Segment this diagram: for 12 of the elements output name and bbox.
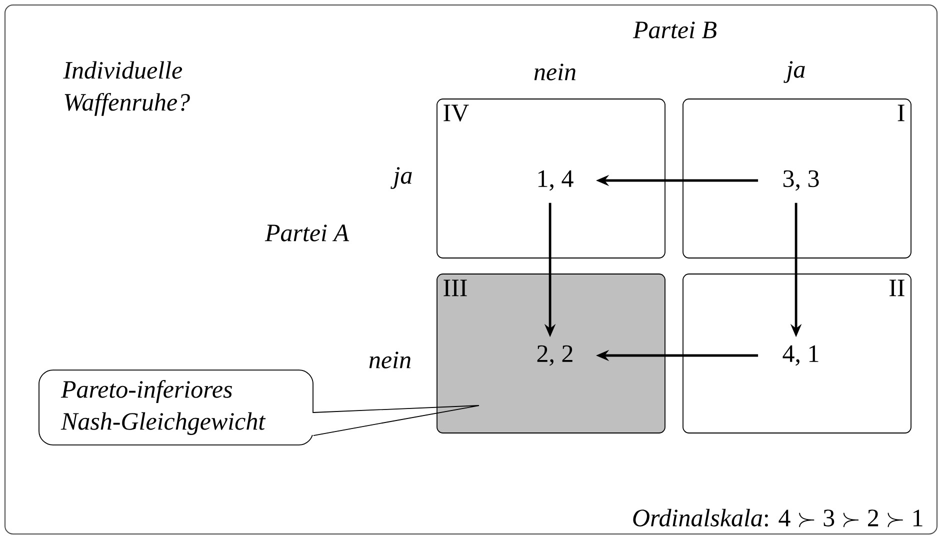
payoff-cell: I 3, 3 — [682, 98, 912, 258]
payoff-cell: III 2, 2 — [436, 274, 666, 434]
payoff-cell: II 4, 1 — [682, 274, 912, 434]
axis-label: Individuelle Waffenruhe? — [63, 61, 190, 116]
axis-label: Partei A — [264, 224, 350, 242]
axis-label: ja — [390, 167, 412, 189]
axis-label: Ordinalskala: 4 ≻ 3 ≻ 2 ≻ 1 — [633, 508, 922, 528]
payoff-cell: IV 1, 4 — [436, 98, 666, 258]
axis-label: Partei B — [632, 22, 716, 38]
callout-box: Pareto-inferiores Nash-Gleichgewicht — [38, 370, 315, 446]
callout-pointer — [313, 405, 480, 436]
axis-label: nein — [369, 352, 410, 368]
